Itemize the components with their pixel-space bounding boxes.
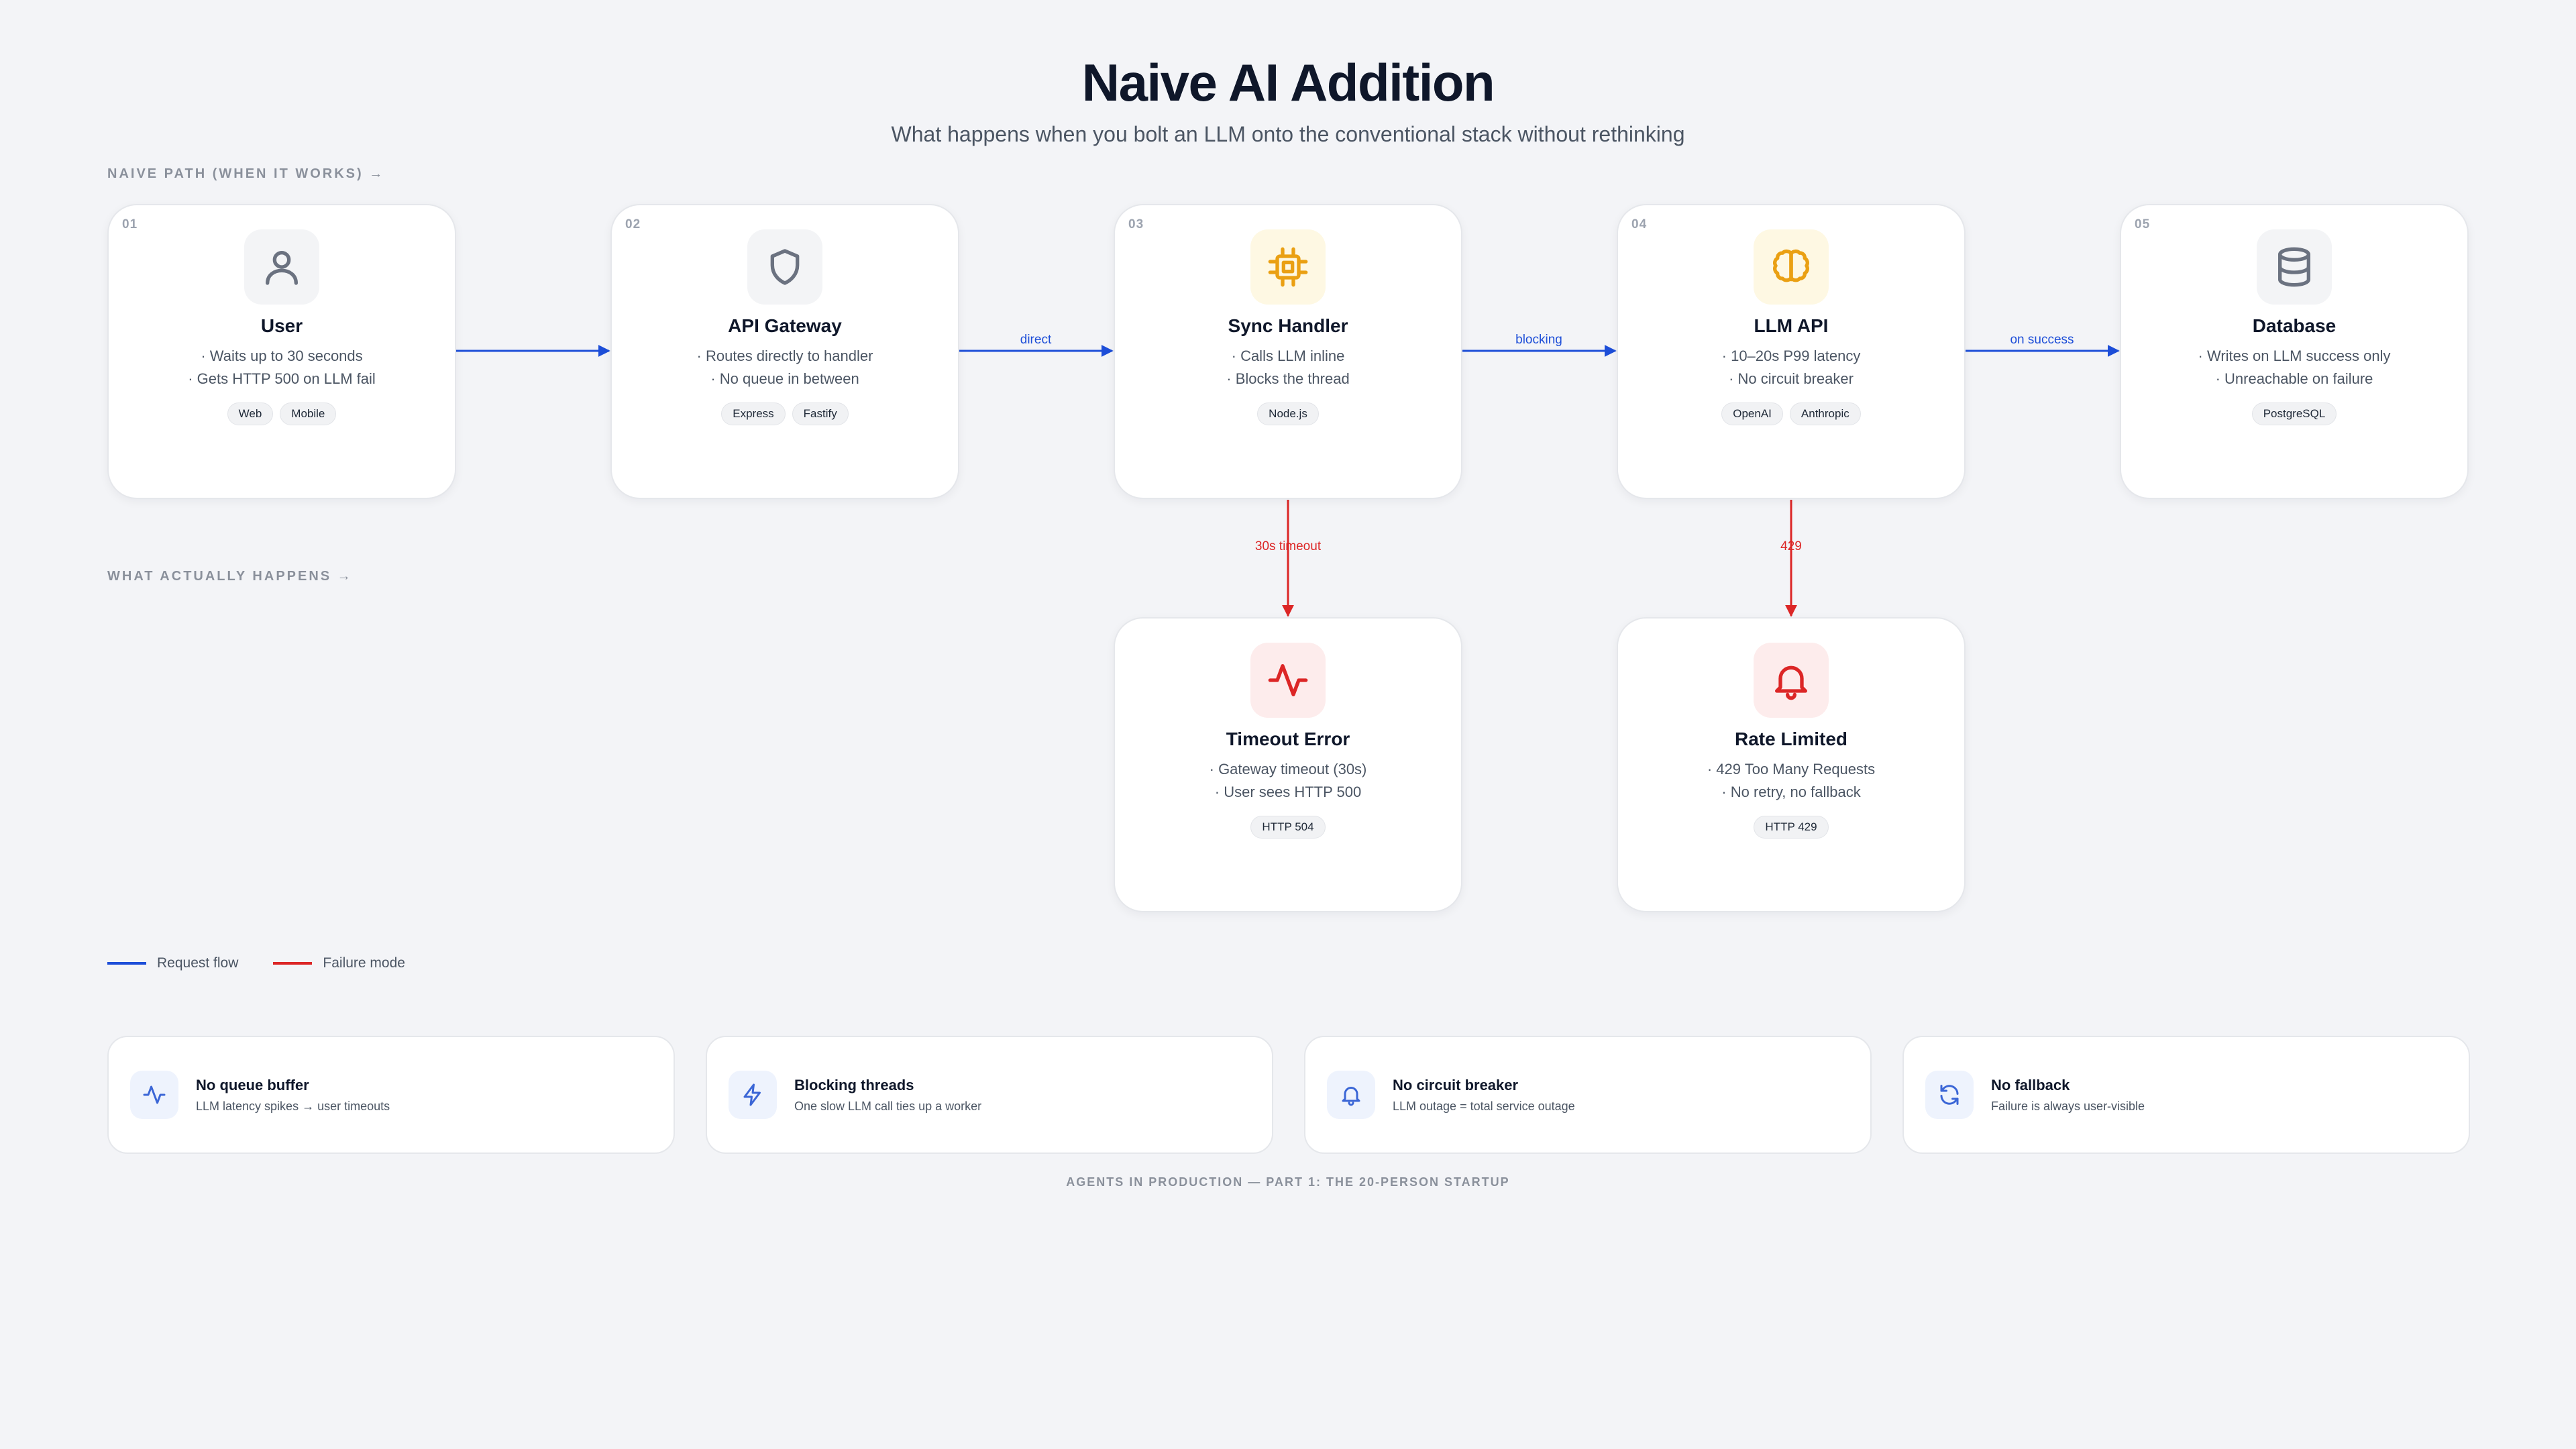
node-user: 01 User · Waits up to 30 seconds · Gets … [107,204,456,499]
node-bullet: · 10–20s P99 latency [1721,347,1861,364]
node-bullet: · Writes on LLM success only [2198,347,2391,364]
node-name: API Gateway [728,315,842,336]
footer: AGENTS IN PRODUCTION — PART 1: THE 20-PE… [1066,1175,1510,1189]
node-llm-api: 04 LLM API · 10–20s P99 latency · No cir… [1617,204,1966,499]
edge-label-direct: direct [1020,333,1052,347]
problem-title: No circuit breaker [1393,1076,1519,1093]
node-sync-handler: 03 Sync Handler · Calls LLM inline · Blo… [1114,204,1462,499]
legend-swatch-failure [273,962,313,965]
node-number: 01 [122,217,138,231]
node-bullet: · Unreachable on failure [2215,370,2373,387]
node-timeout-error: Timeout Error · Gateway timeout (30s) · … [1114,617,1462,912]
tech-tag: OpenAI [1721,402,1783,425]
node-number: 03 [1128,217,1144,231]
problem-card: No fallback Failure is always user-visib… [1902,1036,2470,1154]
tech-tag: Express [721,402,786,425]
node-bullet: · No retry, no fallback [1721,784,1861,800]
tech-tag: Fastify [792,402,849,425]
problem-title: No queue buffer [196,1076,309,1093]
bell-icon [1327,1071,1375,1119]
node-number: 02 [625,217,641,231]
node-bullet: · Gateway timeout (30s) [1209,761,1367,777]
node-name: User [260,315,303,336]
section-label-naive-path: NAIVE PATH (WHEN IT WORKS) → [107,166,385,181]
problem-card: Blocking threads One slow LLM call ties … [706,1036,1273,1154]
database-icon [2257,229,2332,305]
user-icon [244,229,319,305]
problem-title: No fallback [1991,1076,2070,1093]
problem-subtitle: One slow LLM call ties up a worker [794,1099,982,1113]
node-bullet: · Calls LLM inline [1231,347,1345,364]
bell-icon [1754,643,1829,718]
node-bullet: · Waits up to 30 seconds [201,347,363,364]
problem-subtitle: LLM latency spikes → user timeouts [196,1099,390,1113]
problem-title: Blocking threads [794,1076,914,1093]
tech-tag: Node.js [1257,402,1319,425]
edge-label-on-success: on success [2010,333,2074,347]
legend-label-failure: Failure mode [323,955,405,971]
problem-card: No queue buffer LLM latency spikes → use… [107,1036,675,1154]
node-name: Timeout Error [1226,729,1350,749]
legend: Request flow Failure mode [107,955,405,971]
node-bullet: · No queue in between [710,370,859,387]
node-number: 05 [2135,217,2151,231]
tech-tag: Web [227,402,274,425]
node-api-gateway: 02 API Gateway · Routes directly to hand… [610,204,959,499]
node-rate-limited: Rate Limited · 429 Too Many Requests · N… [1617,617,1966,912]
zap-icon [729,1071,777,1119]
node-name: Sync Handler [1228,315,1348,336]
activity-icon [130,1071,178,1119]
node-database: 05 Database · Writes on LLM success only… [2120,204,2469,499]
problem-subtitle: LLM outage = total service outage [1393,1099,1575,1113]
edge-label-blocking: blocking [1515,333,1562,347]
node-number: 04 [1631,217,1648,231]
page-subtitle: What happens when you bolt an LLM onto t… [891,122,1685,146]
edge-label-timeout: 30s timeout [1254,539,1322,553]
section-label-what-happens: WHAT ACTUALLY HAPPENS → [107,569,353,584]
node-bullet: · User sees HTTP 500 [1214,784,1362,800]
node-bullet: · 429 Too Many Requests [1707,761,1876,777]
node-name: Database [2252,315,2337,336]
problem-subtitle: Failure is always user-visible [1991,1099,2145,1113]
problem-card: No circuit breaker LLM outage = total se… [1304,1036,1872,1154]
activity-icon [1250,643,1326,718]
tech-tag: Mobile [280,402,337,425]
node-name: LLM API [1754,315,1829,336]
edge-label-429: 429 [1780,539,1802,553]
node-bullet: · Blocks the thread [1226,370,1350,387]
status-tag: HTTP 429 [1754,816,1829,839]
shield-icon [747,229,822,305]
tech-tag: PostgreSQL [2251,402,2337,425]
node-name: Rate Limited [1734,729,1848,749]
node-bullet: · Routes directly to handler [696,347,873,364]
node-bullet: · Gets HTTP 500 on LLM fail [188,370,376,387]
brain-icon [1754,229,1829,305]
node-bullet: · No circuit breaker [1729,370,1854,387]
legend-label-request: Request flow [157,955,239,971]
legend-swatch-request [107,962,146,965]
page-title: Naive AI Addition [1081,53,1495,112]
status-tag: HTTP 504 [1250,816,1326,839]
tech-tag: Anthropic [1789,402,1861,425]
refresh-icon [1925,1071,1974,1119]
cpu-icon [1250,229,1326,305]
